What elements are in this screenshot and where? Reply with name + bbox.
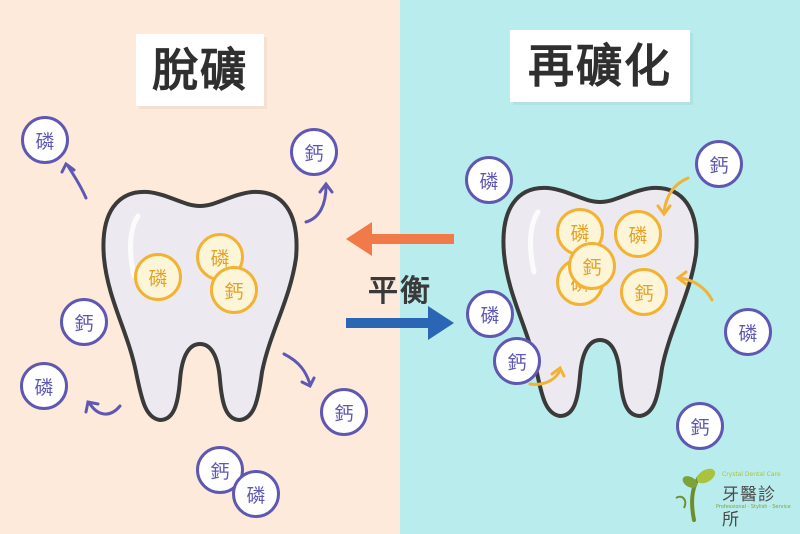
arrow-to-demineralization xyxy=(346,222,454,256)
phosphorus-bubble: 磷 xyxy=(465,156,513,204)
title-remineralization: 再礦化 xyxy=(510,30,690,102)
phosphorus-bubble: 磷 xyxy=(20,362,68,410)
outflow-arrow-3-head xyxy=(300,376,316,389)
inflow-arrow-3-head xyxy=(550,365,566,378)
calcium-bubble: 鈣 xyxy=(60,298,108,346)
logo-tagline-top: Crystal Dental Care xyxy=(722,471,781,478)
calcium-bubble: 鈣 xyxy=(290,128,338,176)
outflow-arrow-2-head xyxy=(318,181,334,194)
calcium-bubble: 鈣 xyxy=(676,402,724,450)
outflow-arrow-1 xyxy=(66,164,88,200)
inflow-arrow-2-head xyxy=(675,270,688,286)
calcium-bubble-in-tooth: 鈣 xyxy=(210,266,258,314)
logo-brand-name: 牙醫診所 xyxy=(722,485,776,530)
calcium-bubble: 鈣 xyxy=(196,446,244,494)
calcium-bubble-in-tooth: 鈣 xyxy=(620,268,668,316)
phosphorus-bubble: 磷 xyxy=(232,470,280,518)
clinic-logo-mark xyxy=(675,468,716,522)
balance-label: 平衡 xyxy=(368,274,432,309)
outflow-arrow-4-head xyxy=(84,400,100,414)
inflow-arrow-1-head xyxy=(656,204,672,217)
left-tooth xyxy=(101,189,299,422)
phosphorus-bubble-in-tooth: 磷 xyxy=(134,253,182,301)
inflow-arrow-2 xyxy=(678,276,714,302)
logo-tagline-bottom: Professional · Stylish · Service xyxy=(716,504,791,510)
calcium-bubble: 鈣 xyxy=(493,337,541,385)
phosphorus-bubble-in-tooth: 磷 xyxy=(614,210,662,258)
title-demineralization: 脫礦 xyxy=(136,34,264,106)
outflow-arrow-4 xyxy=(88,402,122,416)
inflow-arrow-3 xyxy=(528,368,562,386)
calcium-bubble: 鈣 xyxy=(695,140,743,188)
left-outflow-arrows xyxy=(60,161,334,416)
right-inflow-arrows xyxy=(528,176,714,386)
outflow-arrow-2 xyxy=(304,184,328,224)
calcium-bubble: 鈣 xyxy=(320,388,368,436)
outflow-arrow-3 xyxy=(282,352,312,386)
calcium-bubble-in-tooth: 鈣 xyxy=(568,242,616,290)
outflow-arrow-1-head xyxy=(60,161,76,174)
phosphorus-bubble: 磷 xyxy=(21,116,69,164)
phosphorus-bubble: 磷 xyxy=(724,308,772,356)
arrow-to-remineralization xyxy=(346,306,454,340)
clinic-logo: Crystal Dental Care 牙醫診所 Professional · … xyxy=(672,466,791,530)
inflow-arrow-1 xyxy=(662,176,690,214)
phosphorus-bubble: 磷 xyxy=(466,290,514,338)
